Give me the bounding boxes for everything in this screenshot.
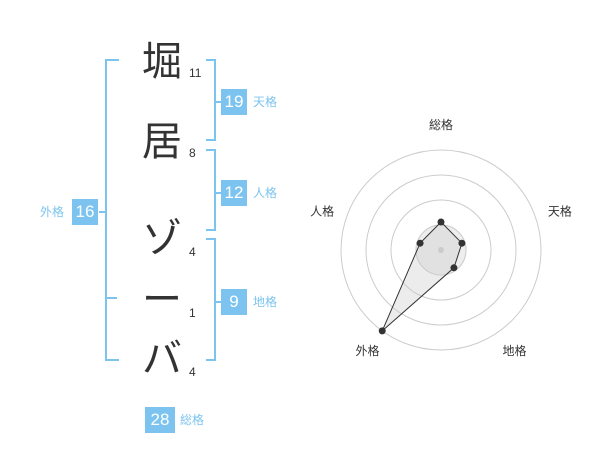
jinkaku-value: 12 [221,180,247,206]
jinkaku-bracket [206,149,216,231]
radar-point-5 [416,239,424,247]
gaikaku-value: 16 [72,199,98,225]
gaikaku-connector [99,211,105,213]
jinkaku-label: 人格 [253,186,278,200]
tenkaku-bracket [206,59,216,141]
radar-axis-label-1: 総格 [429,117,453,132]
gaikaku-bracket [105,59,119,361]
stroke-count-1: 11 [189,66,202,80]
tenkaku-connector [216,101,222,103]
chikaku-bracket [206,238,216,361]
radar-axis-label-3: 地格 [502,343,526,358]
tenkaku-label: 天格 [253,95,278,109]
name-char-4: ー [142,277,182,323]
chikaku-connector [216,301,222,303]
stroke-count-2: 8 [189,146,196,160]
radar-ring-2 [390,199,492,301]
gaikaku-bracket-divider [105,297,117,299]
stroke-count-5: 4 [189,365,196,379]
soukaku-value: 28 [145,407,175,433]
name-char-5: バ [142,336,182,382]
radar-point-1 [437,218,445,226]
radar-point-3 [450,264,458,272]
radar-point-2 [458,239,466,247]
tenkaku-value: 19 [221,89,247,115]
radar-point-4 [378,327,386,335]
name-char-1: 堀 [142,39,182,85]
gaikaku-label: 外格 [40,205,65,219]
radar-polygon [381,221,463,332]
name-char-3: ゾ [142,216,182,262]
chikaku-label: 地格 [253,295,278,309]
stroke-count-4: 1 [189,306,196,320]
chikaku-value: 9 [221,289,247,315]
stroke-count-3: 4 [189,245,196,259]
name-char-2: 居 [142,119,182,165]
radar-ring-4 [340,149,542,351]
radar-axis-label-2: 天格 [548,203,572,218]
radar-axis-label-5: 人格 [310,203,334,218]
radar-axis-label-4: 外格 [356,343,380,358]
radar-center-dot [438,247,444,253]
jinkaku-connector [216,192,222,194]
radar-ring-3 [365,174,517,326]
soukaku-label: 総格 [180,413,205,427]
